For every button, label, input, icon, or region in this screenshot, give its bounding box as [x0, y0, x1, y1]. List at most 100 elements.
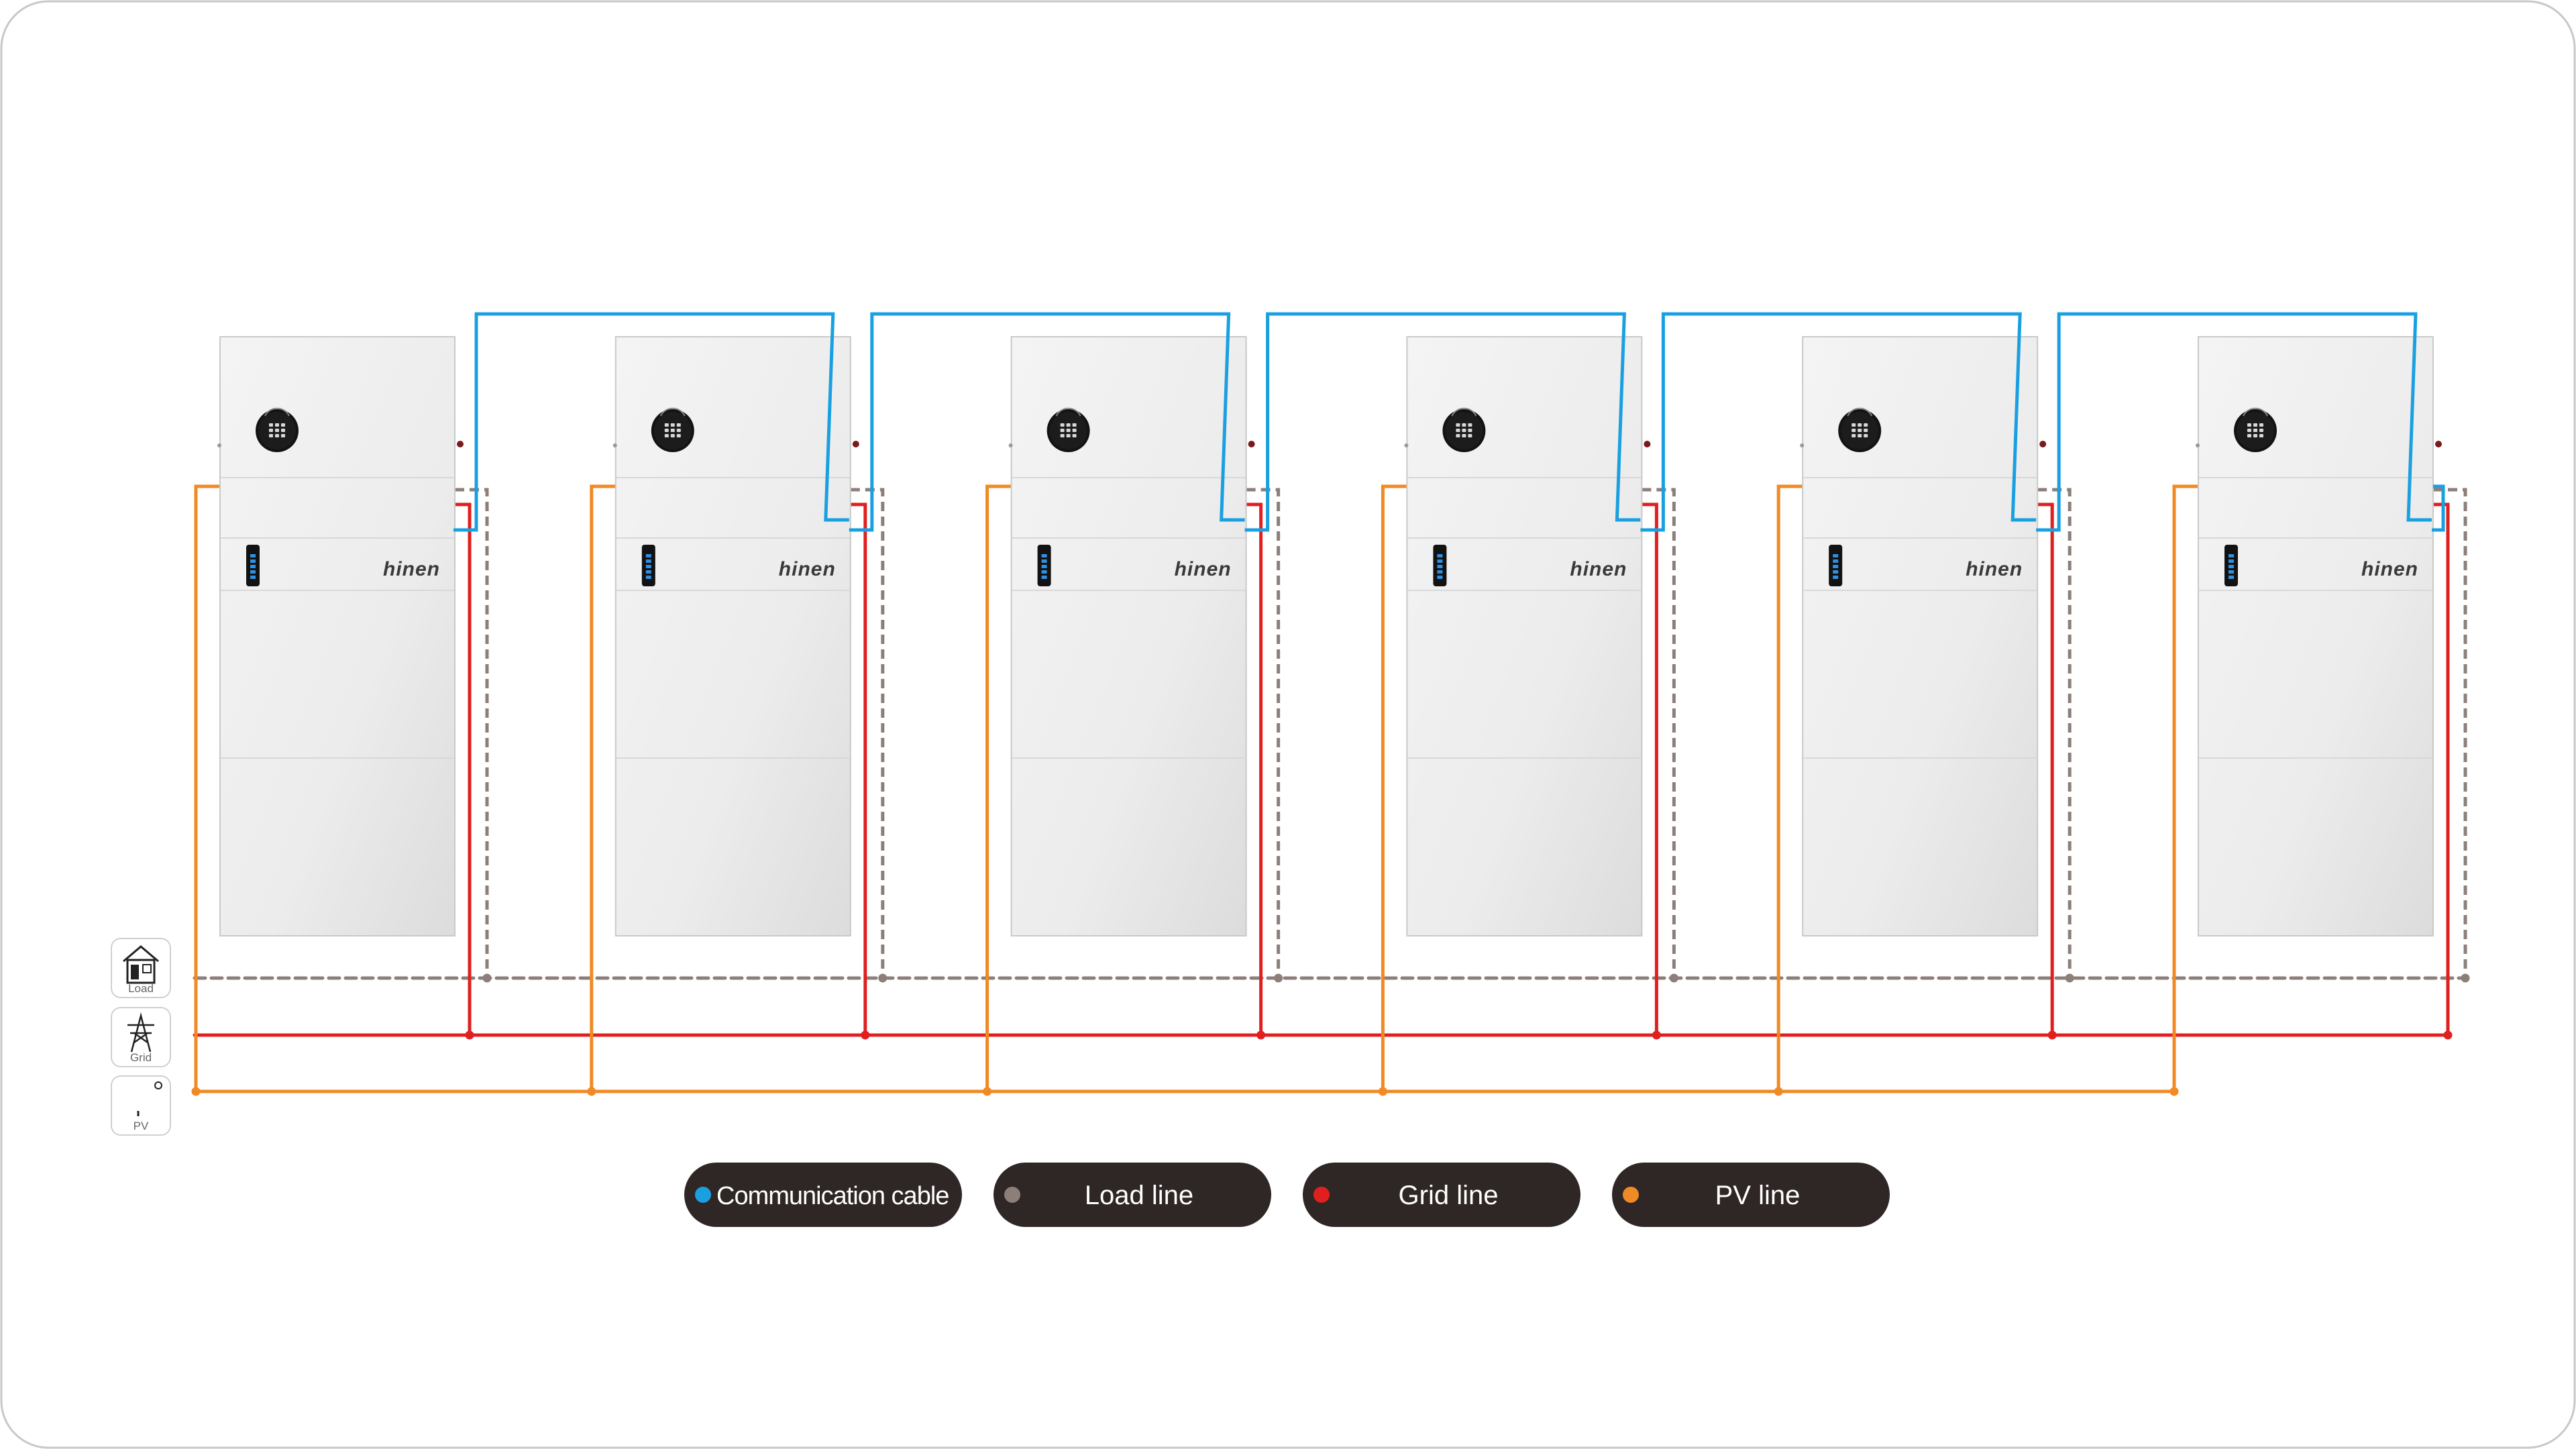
pv-junction-dot: [587, 1087, 596, 1096]
side-port: [217, 443, 221, 447]
side-port: [1800, 443, 1805, 447]
hybrid-inverter-cabinet: hinen: [2196, 336, 2442, 936]
grid-junction-dot: [861, 1030, 870, 1040]
grid-junction-dot: [465, 1030, 474, 1040]
legend-pill: [1303, 1163, 1580, 1227]
side-port: [1404, 443, 1409, 447]
pv-drop-line: [1381, 484, 1407, 1091]
grid-junction-dot: [2047, 1030, 2057, 1040]
hybrid-inverter-cabinet: hinen: [1404, 336, 1651, 936]
grid-junction-dot: [2443, 1030, 2453, 1040]
legend-item-pv: PV line: [1612, 1163, 1890, 1227]
grid-junction-dot: [1256, 1030, 1266, 1040]
side-port: [457, 441, 464, 447]
load-drop-line: [455, 488, 489, 978]
pv-junction-dot: [2169, 1087, 2179, 1096]
cabinet-body: [1406, 336, 1643, 936]
legend-pill: [1612, 1163, 1890, 1227]
legend-label: Grid line: [1399, 1181, 1499, 1210]
brand-logo: hinen: [1570, 558, 1627, 580]
pv-drop-line: [1776, 484, 1803, 1091]
legend-item-load: Load line: [994, 1163, 1271, 1227]
side-port: [1644, 441, 1651, 447]
solar-panel-icon: PV: [111, 1075, 171, 1136]
legend-pill: [684, 1163, 962, 1227]
load-junction-dot: [482, 973, 492, 983]
pv-drop-line: [2172, 484, 2198, 1091]
legend: Communication cable Load line Grid line PV …: [684, 1163, 1890, 1227]
hybrid-inverter-cabinet: hinen: [1800, 336, 2047, 936]
brand-logo: hinen: [1175, 558, 1232, 580]
load-junction-dot: [2461, 973, 2470, 983]
grid-drop-line: [2037, 502, 2054, 1035]
legend-label: Load line: [1085, 1181, 1193, 1210]
wiring-layer-front: [453, 312, 2445, 532]
communication-cable-line: [1244, 312, 1641, 532]
grid-junction-dot: [1652, 1030, 1661, 1040]
pv-icon-label: PV: [133, 1120, 149, 1132]
communication-cable-line: [2036, 312, 2432, 532]
legend-pill: [994, 1163, 1271, 1227]
transmission-tower-icon: Grid: [111, 1007, 171, 1067]
legend-swatch: [1313, 1187, 1330, 1203]
load-junction-dot: [2065, 973, 2074, 983]
grid-drop-line: [850, 502, 867, 1035]
cabinet-body: [1802, 336, 2039, 936]
brand-logo: hinen: [383, 558, 440, 580]
load-drop-line: [2433, 488, 2467, 978]
side-port: [852, 441, 859, 447]
grid-drop-line: [455, 502, 472, 1035]
hybrid-inverter-cabinet: hinen: [217, 336, 464, 936]
hybrid-inverter-cabinet: hinen: [612, 336, 859, 936]
wiring-layer: [191, 484, 2470, 1096]
house-icon: Load: [111, 938, 171, 998]
hybrid-inverter-cabinet: hinen: [1008, 336, 1255, 936]
grid-drop-line: [2433, 502, 2450, 1035]
pv-drop-line: [194, 484, 220, 1091]
load-icon-label: Load: [128, 982, 154, 995]
load-drop-line: [1246, 488, 1281, 978]
side-port: [1248, 441, 1255, 447]
side-port: [1008, 443, 1013, 447]
load-junction-dot: [1669, 973, 1678, 983]
pv-drop-line: [590, 484, 616, 1091]
communication-cable-line: [453, 312, 849, 532]
legend-swatch: [1004, 1187, 1020, 1203]
brand-logo: hinen: [779, 558, 836, 580]
cabinet-row: hinen hinen hinen hinen hinen hinen: [217, 336, 2442, 936]
pv-junction-dot: [983, 1087, 992, 1096]
pv-drop-line: [985, 484, 1012, 1091]
pv-junction-dot: [1378, 1087, 1387, 1096]
load-drop-line: [850, 488, 885, 978]
legend-label: Communication cable: [716, 1182, 949, 1210]
legend-item-grid: Grid line: [1303, 1163, 1580, 1227]
load-junction-dot: [878, 973, 888, 983]
grid-drop-line: [1642, 502, 1658, 1035]
communication-cable-line: [2432, 484, 2445, 532]
communication-cable-line: [1640, 312, 2037, 532]
cabinet-body: [219, 336, 455, 936]
load-drop-line: [2037, 488, 2072, 978]
load-junction-dot: [1274, 973, 1283, 983]
legend-swatch: [695, 1187, 711, 1203]
legend-label: PV line: [1715, 1181, 1801, 1210]
cabinet-body: [614, 336, 851, 936]
side-port: [612, 443, 617, 447]
brand-logo: hinen: [1966, 558, 2023, 580]
cabinet-body: [2198, 336, 2434, 936]
grid-drop-line: [1246, 502, 1263, 1035]
load-drop-line: [1642, 488, 1676, 978]
side-port: [2196, 443, 2200, 447]
side-port: [2435, 441, 2442, 447]
cabinet-body: [1010, 336, 1247, 936]
side-port: [2039, 441, 2047, 447]
pv-junction-dot: [191, 1087, 201, 1096]
legend-swatch: [1623, 1187, 1639, 1203]
communication-cable-line: [849, 312, 1245, 532]
pv-junction-dot: [1774, 1087, 1783, 1096]
grid-icon-label: Grid: [130, 1051, 152, 1064]
brand-logo: hinen: [2361, 558, 2418, 580]
legend-item-communication: Communication cable: [684, 1163, 962, 1227]
